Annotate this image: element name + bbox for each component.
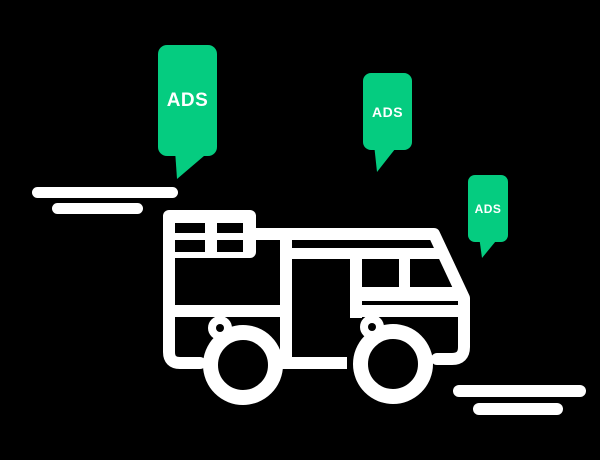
rear-wheel — [203, 325, 283, 405]
ads-bubble-label: ADS — [474, 201, 502, 216]
ads-bubble-medium: ADS — [363, 73, 412, 150]
bubble-tail-medium — [374, 144, 399, 172]
ads-bubble-large: ADS — [158, 45, 217, 156]
speed-line-top-2 — [52, 203, 143, 214]
rear-body-outline — [163, 244, 206, 369]
ads-bubble-small: ADS — [468, 175, 508, 242]
roof-rack-slot — [217, 240, 243, 252]
window-top-band — [280, 248, 447, 259]
door-left-frame — [280, 238, 292, 365]
ads-bubble-label: ADS — [166, 89, 209, 111]
window-sill — [350, 287, 462, 301]
roof-rack-slot — [175, 240, 205, 252]
ads-bubble-label: ADS — [371, 103, 404, 120]
body-bottom-segment — [277, 357, 347, 369]
rear-fender-dot-hole — [216, 324, 224, 332]
speed-line-top-1 — [32, 187, 178, 198]
belt-line-front — [350, 305, 466, 317]
roof-rack-slot — [217, 223, 243, 233]
front-fender-dot-hole — [368, 323, 376, 331]
belt-line-rear — [163, 305, 291, 317]
speed-line-bottom-2 — [473, 403, 563, 415]
bubble-tail-large — [175, 150, 211, 179]
front-wheel — [353, 324, 433, 404]
window-divider — [399, 248, 410, 300]
roof-rack — [163, 210, 256, 258]
speed-line-bottom-1 — [453, 385, 586, 397]
roof-rack-slot — [175, 223, 205, 233]
